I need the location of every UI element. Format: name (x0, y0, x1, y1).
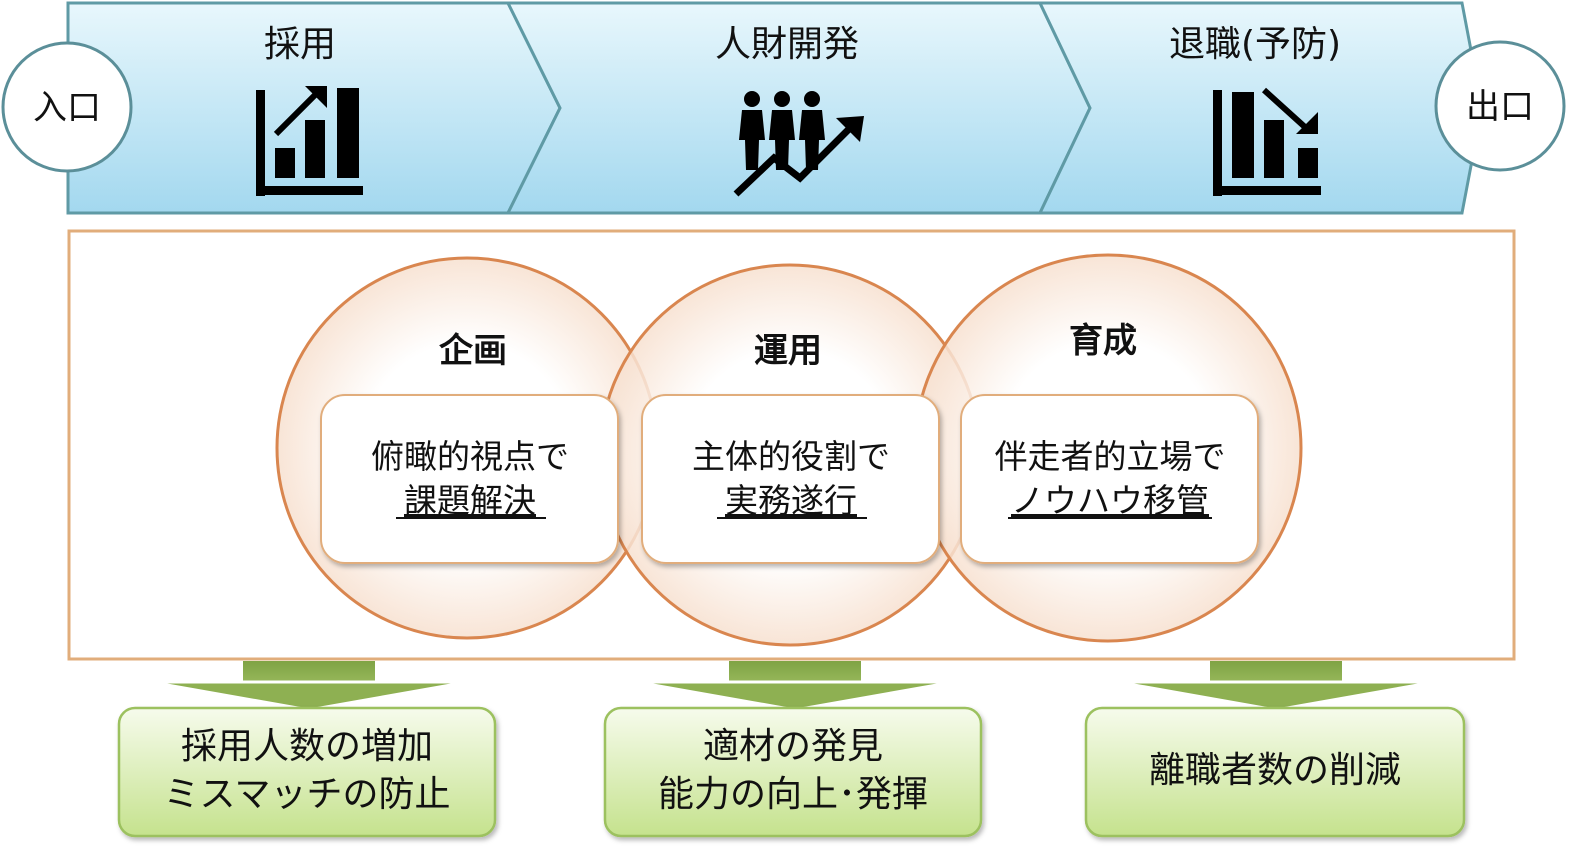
entrance-node: 入口 (1, 41, 133, 173)
outcome-box-development: 適材の発見 能力の向上･発揮 (603, 706, 983, 838)
down-arrow-3 (1115, 661, 1437, 712)
outcome-text-line2-recruit: ミスマッチの防止 (164, 774, 451, 815)
flow-band: 採用 人財開発 退職(予防) (66, 1, 1484, 215)
outcome-box-recruit: 採用人数の増加 ミスマッチの防止 (117, 706, 497, 838)
down-arrow-1 (148, 661, 470, 712)
bar-chart-up-icon (256, 86, 363, 196)
circle-text-line1-planning: 俯瞰的視点で (371, 437, 569, 476)
circle-text-line2-planning: 課題解決 (404, 481, 536, 520)
circle-text-line1-operation: 主体的役割で (692, 437, 890, 476)
exit-node: 出口 (1434, 40, 1566, 172)
circle-title-operation: 運用 (754, 331, 822, 371)
stage-label-recruit: 採用 (264, 24, 336, 65)
circle-text-line2-operation: 実務遂行 (725, 481, 857, 520)
stage-label-retention: 退職(予防) (1169, 24, 1341, 65)
outcome-box-retention: 離職者数の削減 (1084, 706, 1466, 838)
down-arrow-2 (634, 661, 956, 712)
circle-text-line2-development: ノウハウ移管 (1011, 481, 1209, 520)
circle-textbox-operation: 主体的役割で 実務遂行 (641, 394, 940, 564)
circle-title-development: 育成 (1069, 321, 1137, 361)
exit-label: 出口 (1466, 87, 1534, 127)
outcome-text-line1-development: 適材の発見 (703, 726, 883, 767)
stage-label-development: 人財開発 (715, 24, 859, 65)
circle-title-planning: 企画 (439, 331, 507, 371)
entrance-label: 入口 (33, 88, 101, 128)
stage-chevron-retention (1037, 1, 1484, 215)
outcome-text-line1-recruit: 採用人数の増加 (181, 726, 433, 767)
circle-textbox-development: 伴走者的立場で ノウハウ移管 (960, 394, 1259, 564)
circle-textbox-planning: 俯瞰的視点で 課題解決 (320, 394, 619, 564)
bar-chart-down-icon (1213, 87, 1321, 196)
outcome-text-line1-retention: 離職者数の削減 (1149, 750, 1401, 791)
circle-text-line1-development: 伴走者的立場で (995, 437, 1226, 476)
people-growth-icon (733, 91, 864, 197)
outcome-text-line2-development: 能力の向上･発揮 (658, 774, 928, 815)
